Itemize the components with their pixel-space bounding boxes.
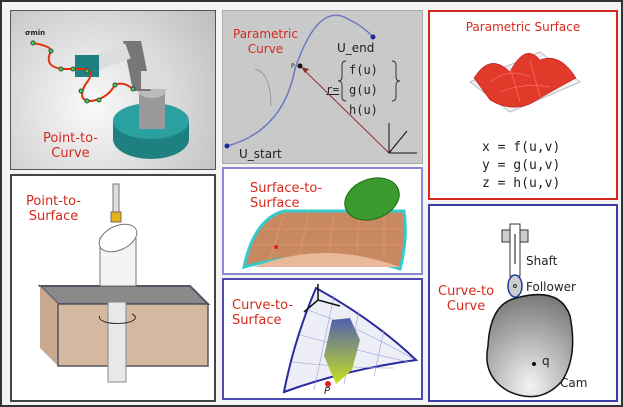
component-h: h(u) bbox=[349, 103, 378, 117]
axes-icon bbox=[388, 123, 417, 154]
panel-surface-to-surface: Surface-to- Surface bbox=[222, 167, 423, 275]
probe-block-illustration bbox=[37, 183, 211, 383]
parametric-curve-title: Parametric Curve bbox=[233, 27, 298, 57]
point-to-surface-title: Point-to- Surface bbox=[26, 194, 81, 224]
title-line: Curve-to- bbox=[232, 298, 294, 313]
equation-x: x = f(u,v) bbox=[482, 140, 561, 155]
curve-to-surface-title: Curve-to- Surface bbox=[232, 298, 293, 328]
panel-point-to-surface: Point-to- Surface bbox=[10, 174, 216, 402]
point-p-label: P bbox=[291, 63, 295, 70]
follower-label: Follower bbox=[526, 280, 576, 294]
end-point bbox=[370, 34, 376, 40]
curve-to-surface-illustration bbox=[282, 284, 419, 394]
surface-to-surface-illustration bbox=[242, 177, 407, 271]
title-line: Surface bbox=[28, 209, 79, 224]
u-start-label: U_start bbox=[239, 147, 282, 161]
position-vector bbox=[302, 68, 390, 154]
panel-parametric-curve: Parametric Curve U_end U_start P r= f(u)… bbox=[222, 10, 423, 164]
title-line: Curve bbox=[247, 42, 284, 56]
r-vector-label: r= bbox=[326, 83, 340, 96]
cam-label: Cam bbox=[560, 376, 588, 390]
axes-icon bbox=[303, 284, 341, 313]
title-line: Curve-to bbox=[438, 284, 495, 299]
panel-point-to-curve: σmin Point-to- Curve bbox=[10, 10, 216, 170]
robot-arm-illustration bbox=[30, 40, 189, 159]
title-line: Parametric bbox=[233, 27, 298, 41]
surface-to-surface-title: Surface-to- Surface bbox=[250, 181, 322, 211]
parametric-curve-diagram bbox=[224, 14, 417, 154]
title-line: Surface bbox=[250, 196, 300, 211]
point-to-curve-title: Point-to- Curve bbox=[43, 131, 98, 161]
component-f: f(u) bbox=[349, 63, 378, 77]
title-line: Curve bbox=[51, 146, 90, 161]
u-end-label: U_end bbox=[337, 41, 375, 55]
title-line: Surface bbox=[232, 313, 282, 328]
panel-curve-to-curve: Curve-to Curve Shaft Follower q Cam bbox=[428, 204, 618, 402]
title-line: Point-to- bbox=[43, 131, 98, 146]
title-line: Curve bbox=[446, 299, 486, 314]
equation-z: z = h(u,v) bbox=[482, 176, 561, 191]
title-line: Point-to- bbox=[26, 194, 81, 209]
curve-path bbox=[226, 14, 374, 147]
equation-y: y = g(u,v) bbox=[482, 158, 561, 173]
curve-to-curve-title: Curve-to Curve bbox=[438, 284, 494, 314]
start-point bbox=[224, 143, 230, 149]
title-line: Surface-to- bbox=[250, 181, 323, 196]
shaft-label: Shaft bbox=[526, 254, 558, 268]
cam-follower-illustration bbox=[486, 223, 574, 398]
sigma-min-label: σmin bbox=[25, 29, 46, 37]
panel-parametric-surface: Parametric Surface x = f(u,v) y = g(u,v)… bbox=[428, 10, 618, 200]
point-p-label: P bbox=[324, 386, 331, 397]
angle-q-label: q bbox=[542, 354, 550, 368]
component-g: g(u) bbox=[349, 83, 378, 97]
surface-plot-illustration bbox=[469, 51, 581, 113]
parametric-surface-title: Parametric Surface bbox=[465, 20, 581, 34]
panel-curve-to-surface: Curve-to- Surface P bbox=[222, 278, 423, 400]
